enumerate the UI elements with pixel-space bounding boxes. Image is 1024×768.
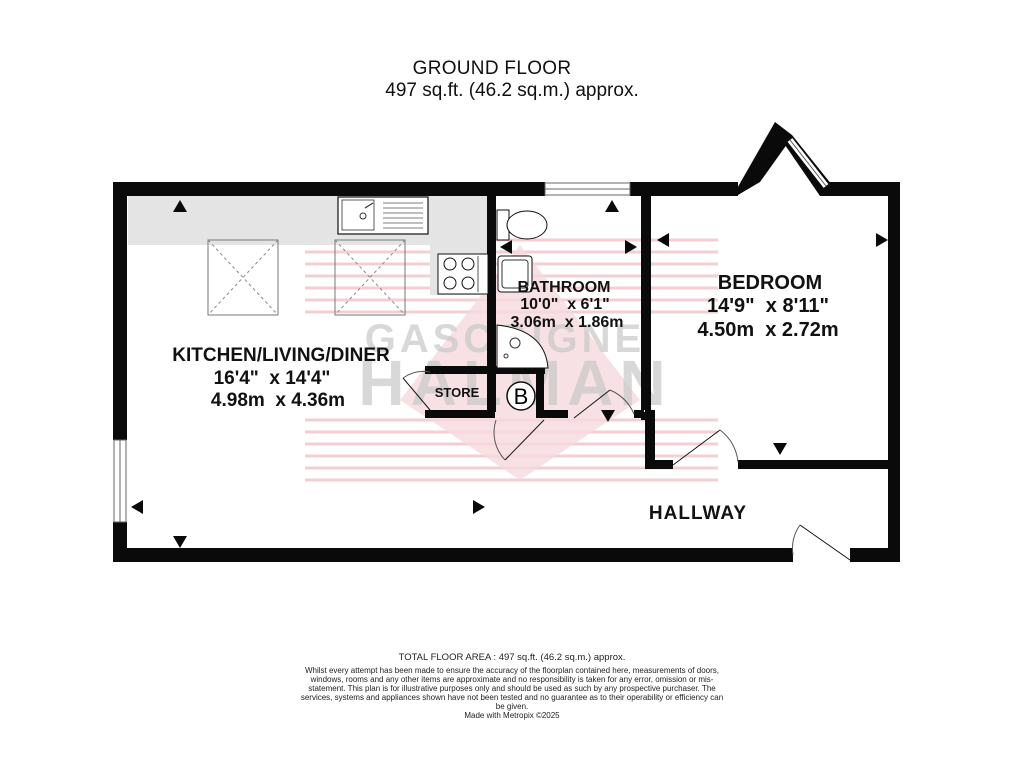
sink-icon [337,196,429,235]
shower-icon [496,324,549,369]
skylight-1 [207,239,279,316]
room-bathroom: BATHROOM 10'0" x 6'1" 3.06m x 1.86m [511,279,624,331]
credit: Made with Metropix ©2025 [464,711,560,720]
room-bathroom-metric: 3.06m x 1.86m [511,314,624,331]
room-bedroom: BEDROOM 14'9" x 8'11" 4.50m x 2.72m [697,272,838,341]
svg-text:B: B [514,384,529,409]
bay-window [735,122,832,196]
room-hallway-name: HALLWAY [649,503,747,524]
boiler-icon: B [506,381,536,411]
total-floor-area: TOTAL FLOOR AREA : 497 sq.ft. (46.2 sq.m… [398,652,626,663]
room-bedroom-name: BEDROOM [718,272,822,294]
room-kitchen: KITCHEN/LIVING/DINER 16'4" x 14'4" 4.98m… [172,345,390,411]
disclaimer: Whilst every attempt has been made to en… [300,666,724,711]
skylight-2 [334,239,406,316]
toilet-icon [496,209,548,241]
room-kitchen-metric: 4.98m x 4.36m [211,390,345,411]
room-bedroom-metric: 4.50m x 2.72m [697,319,838,341]
hob-icon [437,253,489,295]
basin-icon [497,255,533,293]
room-bedroom-imperial: 14'9" x 8'11" [707,295,829,317]
kitchen-counter [128,195,488,245]
room-kitchen-name: KITCHEN/LIVING/DINER [172,345,390,366]
floor-area: 497 sq.ft. (46.2 sq.m.) approx. [385,80,639,101]
plan-footer: TOTAL FLOOR AREA : 497 sq.ft. (46.2 sq.m… [300,652,724,720]
room-bathroom-imperial: 10'0" x 6'1" [520,296,610,313]
room-kitchen-imperial: 16'4" x 14'4" [214,368,331,389]
room-store-name: STORE [435,385,480,400]
kitchen-window [113,439,127,523]
doors [402,370,851,561]
plan-header: GROUND FLOOR 497 sq.ft. (46.2 sq.m.) app… [0,58,1024,102]
walls [113,182,900,562]
floor-name: GROUND FLOOR [412,58,572,79]
dimension-arrows [131,200,888,548]
bathroom-window [544,182,631,196]
room-bathroom-name: BATHROOM [517,279,610,296]
